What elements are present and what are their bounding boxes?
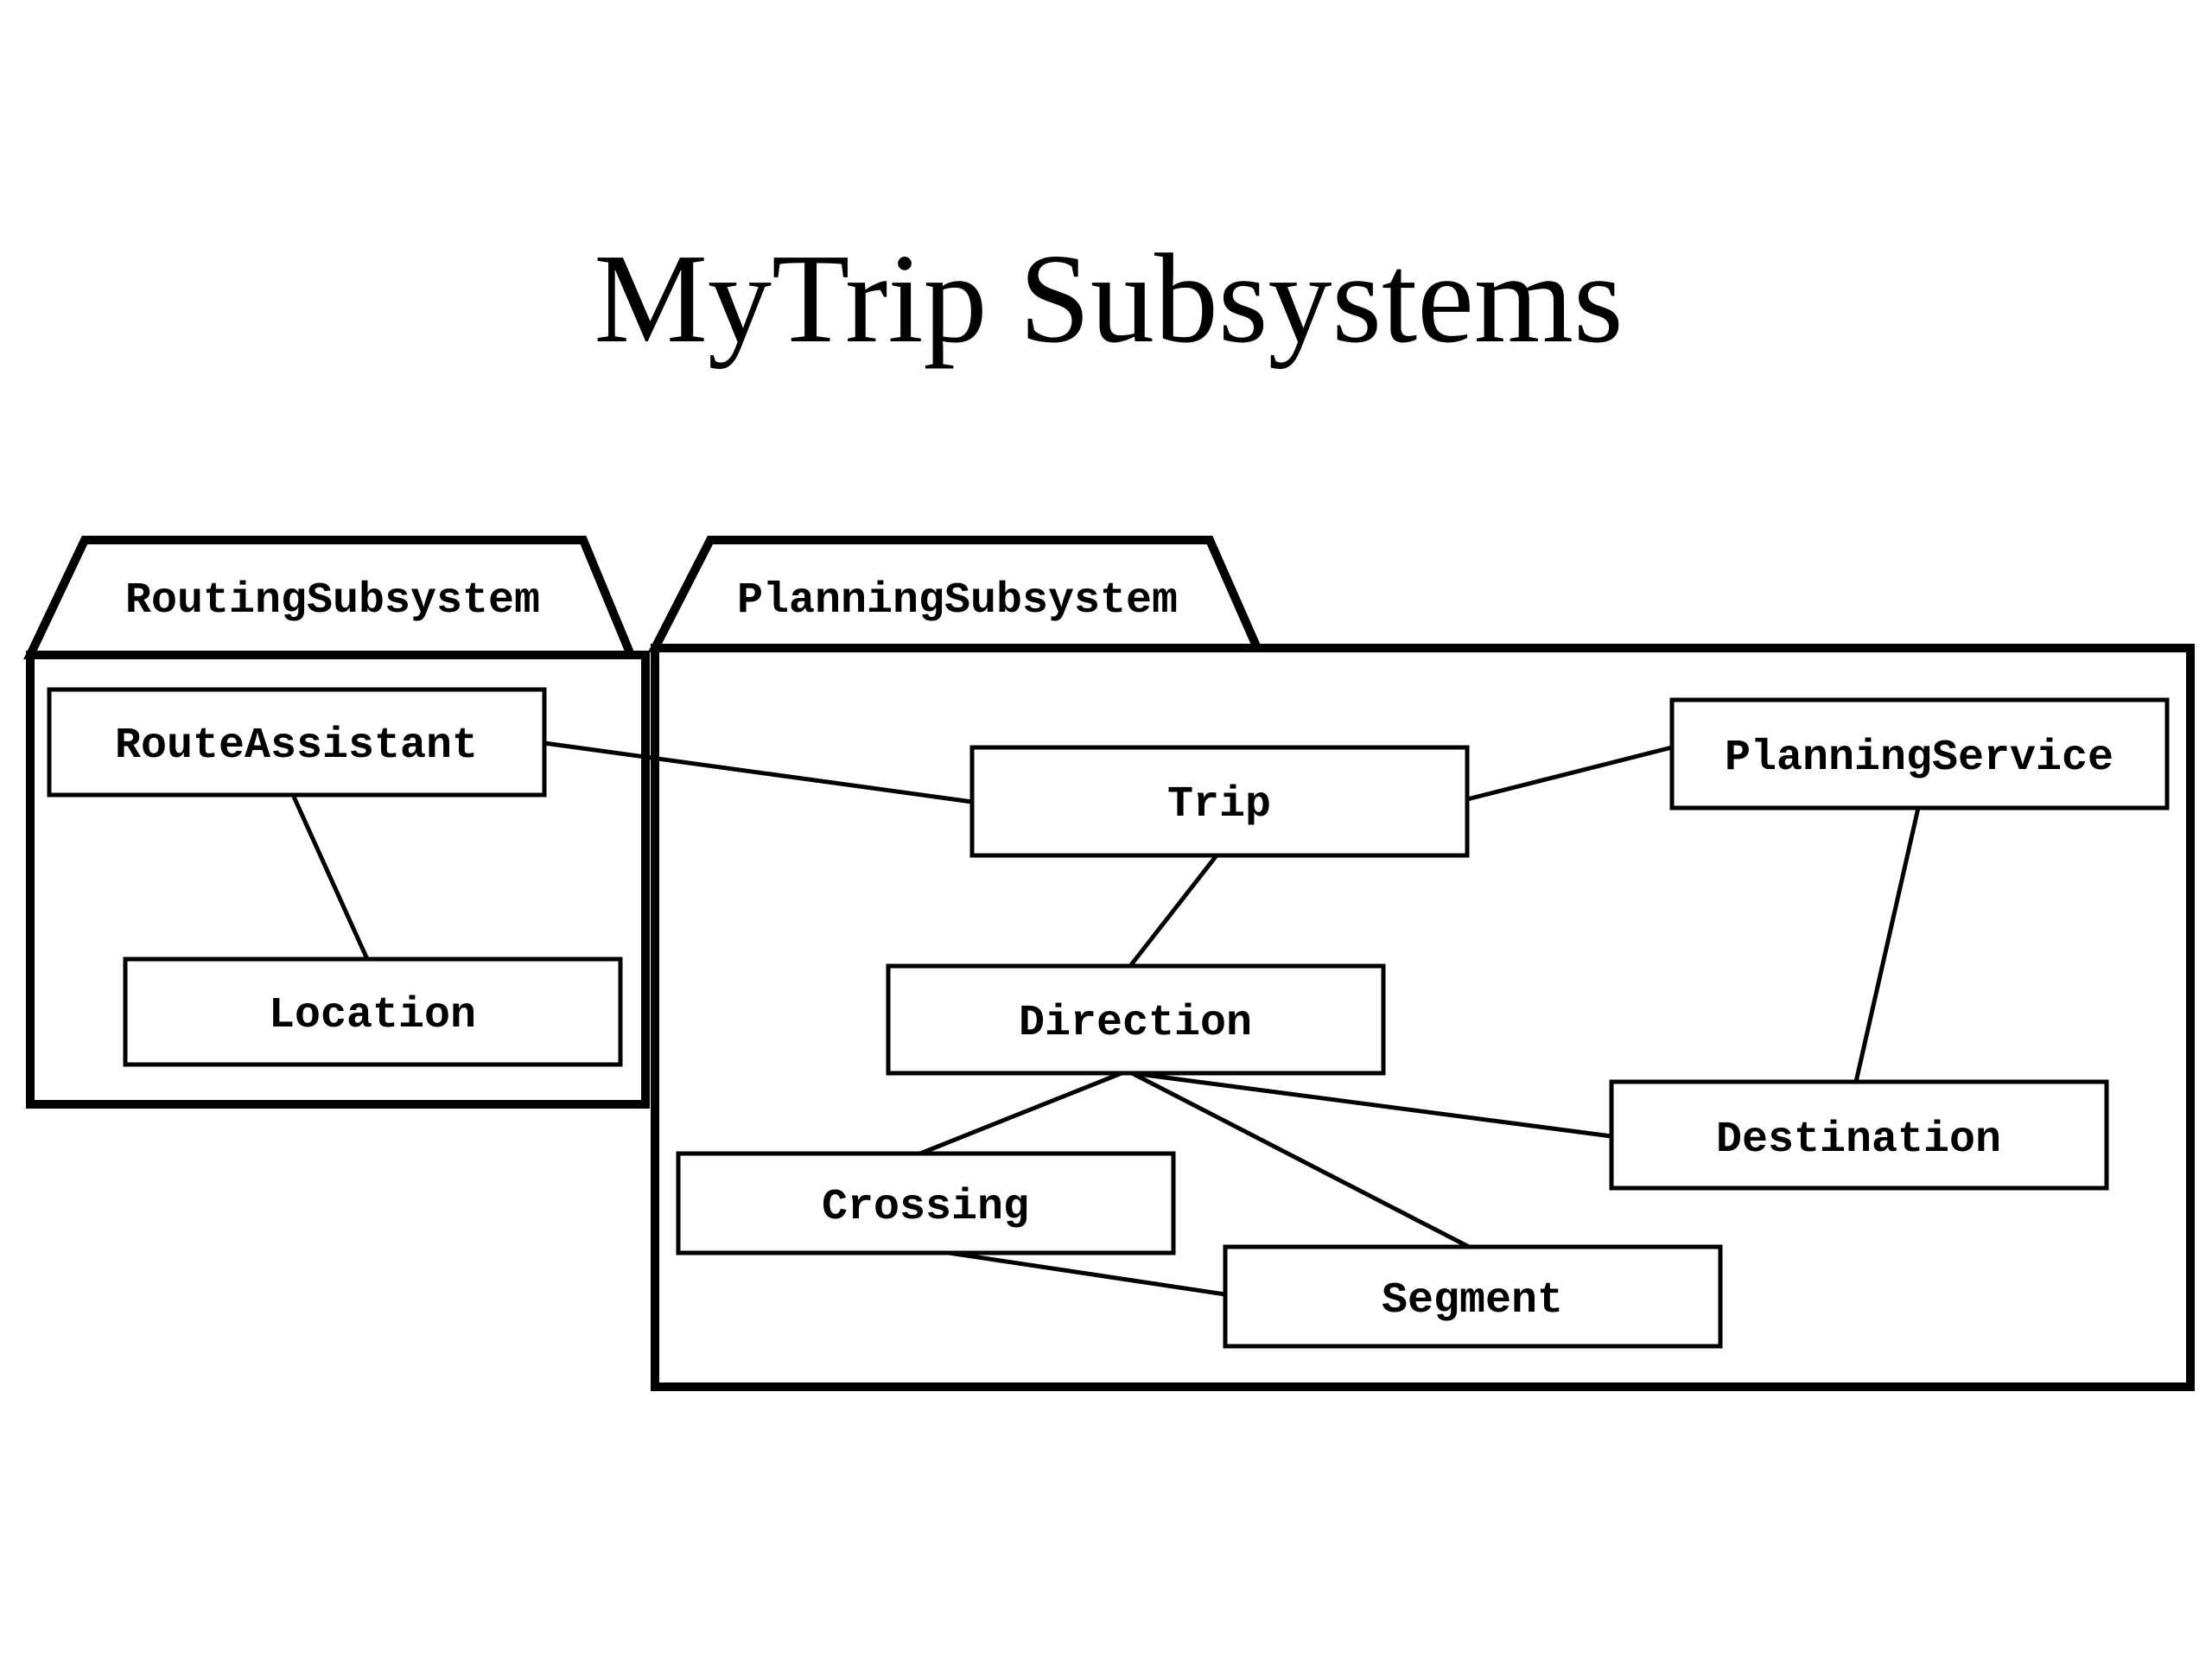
class-label: Location (269, 991, 476, 1040)
associations (291, 741, 1921, 1297)
class-label: Destination (1716, 1116, 2001, 1165)
assoc-crossing-segment (948, 1250, 1226, 1297)
class-segment: Segment (1223, 1244, 1723, 1349)
class-planning-service: PlanningService (1669, 697, 2170, 810)
assoc-trip-planningservice (1466, 745, 1673, 802)
class-box (47, 687, 547, 798)
class-label: PlanningService (1725, 734, 2113, 783)
class-label: Trip (1167, 780, 1271, 830)
assoc-routeassistant-trip (543, 741, 973, 804)
class-label: Direction (1019, 999, 1252, 1048)
class-box (1609, 1079, 2109, 1191)
class-label: RouteAssistant (115, 721, 478, 771)
package-planning-body (651, 644, 2195, 1391)
assoc-routeassistant-location (291, 795, 370, 961)
class-box (123, 957, 623, 1067)
class-box (1669, 697, 2170, 810)
class-box (676, 1151, 1176, 1255)
class-box (969, 745, 1470, 858)
class-location: Location (123, 957, 623, 1067)
class-direction: Direction (886, 963, 1386, 1076)
package-routing-body (26, 651, 650, 1109)
class-trip: Trip (969, 745, 1470, 858)
class-crossing: Crossing (676, 1151, 1176, 1255)
class-box (1223, 1244, 1723, 1349)
package-planning-subsystem: PlanningSubsystem (647, 536, 2195, 1391)
class-destination: Destination (1609, 1079, 2109, 1191)
package-routing-label: RoutingSubsystem (125, 576, 540, 626)
package-planning-label: PlanningSubsystem (737, 576, 1178, 626)
class-box (886, 963, 1386, 1076)
assoc-direction-crossing (919, 1071, 1122, 1156)
assoc-direction-segment (1130, 1071, 1471, 1249)
diagram-title: MyTrip Subsystems (594, 228, 1623, 370)
class-route-assistant: RouteAssistant (47, 687, 547, 798)
assoc-direction-destination (1131, 1071, 1612, 1139)
package-routing-subsystem: RoutingSubsystem (23, 536, 650, 1109)
assoc-trip-direction (1128, 854, 1218, 968)
assoc-planningservice-destination (1853, 807, 1921, 1083)
class-label: Segment (1382, 1276, 1563, 1325)
class-label: Crossing (822, 1183, 1029, 1232)
